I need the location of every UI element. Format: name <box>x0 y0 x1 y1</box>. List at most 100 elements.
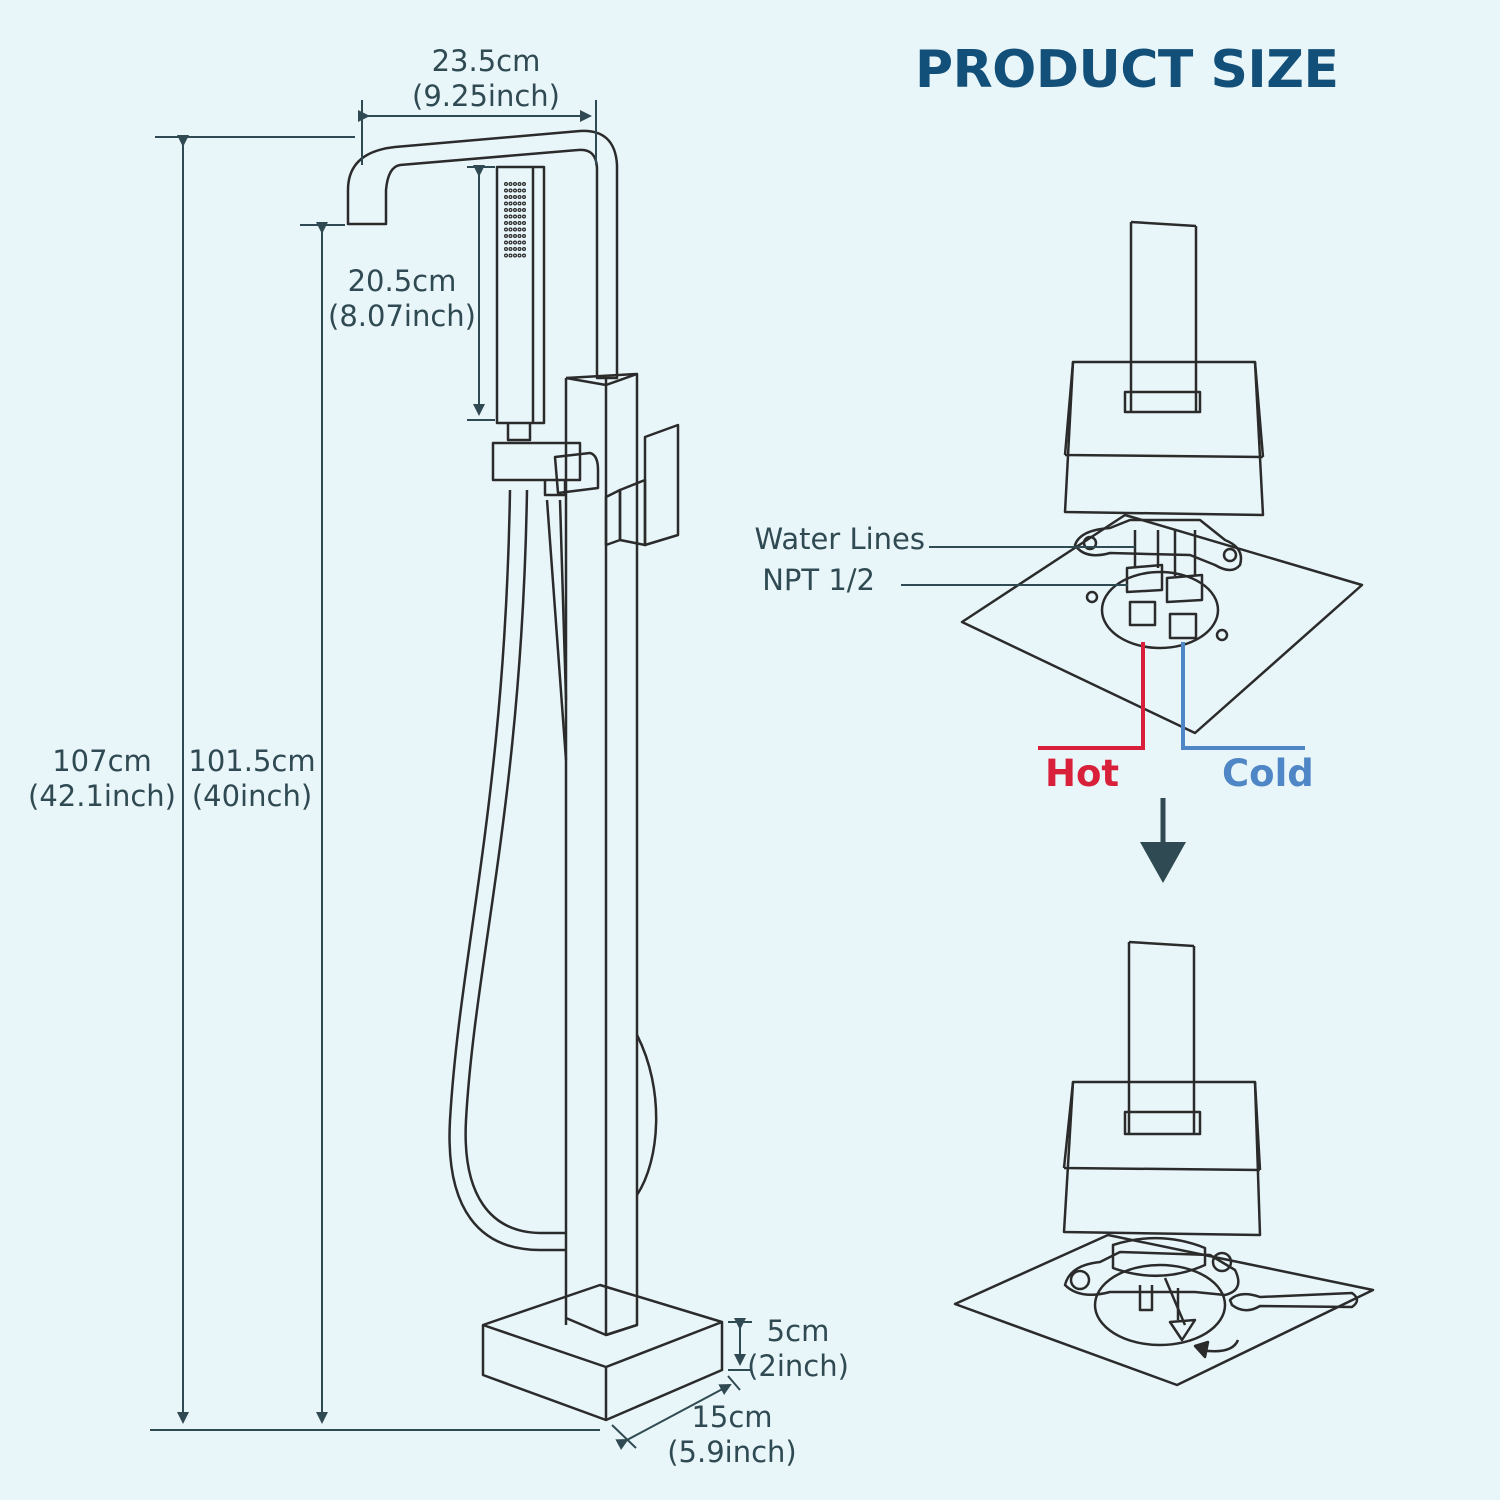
handshower-length-label: 20.5cm (8.07inch) <box>328 264 476 334</box>
spout-width-label: 23.5cm (9.25inch) <box>396 44 576 114</box>
nozzle-dot <box>517 253 522 258</box>
nozzle-dot <box>508 234 513 239</box>
nozzle-dot <box>521 182 526 187</box>
nozzle-dot <box>517 227 522 232</box>
nozzle-dot <box>508 182 513 187</box>
page-title: PRODUCT SIZE <box>915 40 1339 100</box>
nozzle-dot <box>504 247 509 252</box>
nozzle-dot <box>512 221 517 226</box>
spout <box>346 129 619 380</box>
nozzle-dot <box>508 188 513 193</box>
base-height-imperial: (2inch) <box>747 1349 849 1383</box>
spout-height-imperial: (40inch) <box>191 779 313 813</box>
nozzle-dot <box>508 221 513 226</box>
dimension-lines <box>150 100 752 1451</box>
install-step-2 <box>953 940 1375 1387</box>
spout-width-imperial: (9.25inch) <box>412 79 560 113</box>
shower-holder <box>506 423 532 442</box>
nozzle-dot <box>512 182 517 187</box>
base-block <box>481 1283 724 1422</box>
wrench-icon <box>1163 1277 1197 1342</box>
nozzle-dot <box>504 195 509 200</box>
hot-label: Hot <box>1045 752 1120 795</box>
nozzle-dot <box>504 214 509 219</box>
nozzle-dot <box>504 201 509 206</box>
floor-plate-1 <box>960 513 1364 735</box>
nozzle-dot <box>512 201 517 206</box>
base-width-metric: 15cm <box>691 1400 773 1434</box>
spout-height-metric: 101.5cm <box>188 744 316 778</box>
nozzle-dot <box>512 208 517 213</box>
total-height-metric: 107cm <box>52 744 152 778</box>
nozzle-dot <box>508 240 513 245</box>
shower-nozzles <box>504 182 526 258</box>
handshower-length-metric: 20.5cm <box>347 264 457 298</box>
spout-width-metric: 23.5cm <box>431 44 541 78</box>
nozzle-dot <box>508 201 513 206</box>
nozzle-dot <box>521 240 526 245</box>
handshower-length-imperial: (8.07inch) <box>328 299 476 333</box>
nozzle-dot <box>521 201 526 206</box>
nozzle-dot <box>512 214 517 219</box>
nozzle-dot <box>512 240 517 245</box>
nozzle-dot <box>512 227 517 232</box>
nozzle-dot <box>508 227 513 232</box>
cold-line <box>1181 642 1305 750</box>
nozzle-dot <box>517 234 522 239</box>
base-width-label: 15cm (5.9inch) <box>664 1400 800 1470</box>
floor-plate-2 <box>953 1233 1375 1387</box>
cold-label: Cold <box>1222 752 1314 795</box>
nozzle-dot <box>508 208 513 213</box>
nozzle-dot <box>504 234 509 239</box>
main-column <box>564 372 639 1337</box>
nozzle-dot <box>517 240 522 245</box>
nozzle-dot <box>512 234 517 239</box>
nozzle-dot <box>512 253 517 258</box>
install-step-1 <box>960 220 1364 735</box>
nozzle-dot <box>521 208 526 213</box>
body-block-1 <box>1063 360 1265 517</box>
hot-line <box>1038 642 1145 750</box>
nozzle-dot <box>508 214 513 219</box>
nozzle-dot <box>512 188 517 193</box>
nozzle-dot <box>512 195 517 200</box>
nozzle-dot <box>512 247 517 252</box>
nozzle-dot <box>521 195 526 200</box>
lever-handle <box>643 423 680 547</box>
nozzle-dot <box>521 221 526 226</box>
nozzle-dot <box>517 182 522 187</box>
npt-label: NPT 1/2 <box>762 563 875 597</box>
nozzle-dot <box>504 221 509 226</box>
base-height-metric: 5cm <box>766 1314 830 1348</box>
nozzle-dot <box>521 234 526 239</box>
body-block-2 <box>1062 1080 1262 1237</box>
nozzle-dot <box>521 227 526 232</box>
faucet-drawing <box>346 129 724 1422</box>
nozzle-dot <box>521 188 526 193</box>
nozzle-dot <box>508 195 513 200</box>
spout-height-label: 101.5cm (40inch) <box>186 744 318 814</box>
nozzle-dot <box>504 227 509 232</box>
nozzle-dot <box>521 253 526 258</box>
arrow-down-icon <box>1140 798 1186 883</box>
nozzle-dot <box>517 208 522 213</box>
hose <box>448 489 566 1252</box>
base-width-imperial: (5.9inch) <box>667 1435 797 1469</box>
nozzle-dot <box>517 221 522 226</box>
nozzle-dot <box>517 195 522 200</box>
nozzle-dot <box>517 201 522 206</box>
base-height-label: 5cm (2inch) <box>746 1314 850 1384</box>
nozzle-dot <box>517 188 522 193</box>
nozzle-dot <box>504 188 509 193</box>
nozzle-dot <box>504 253 509 258</box>
water-lines-label: Water Lines <box>754 522 926 556</box>
hand-shower <box>495 165 546 425</box>
total-height-label: 107cm (42.1inch) <box>28 744 176 814</box>
nozzle-dot <box>504 240 509 245</box>
nozzle-dot <box>508 253 513 258</box>
nozzle-dot <box>521 214 526 219</box>
nozzle-dot <box>504 182 509 187</box>
nozzle-dot <box>517 247 522 252</box>
